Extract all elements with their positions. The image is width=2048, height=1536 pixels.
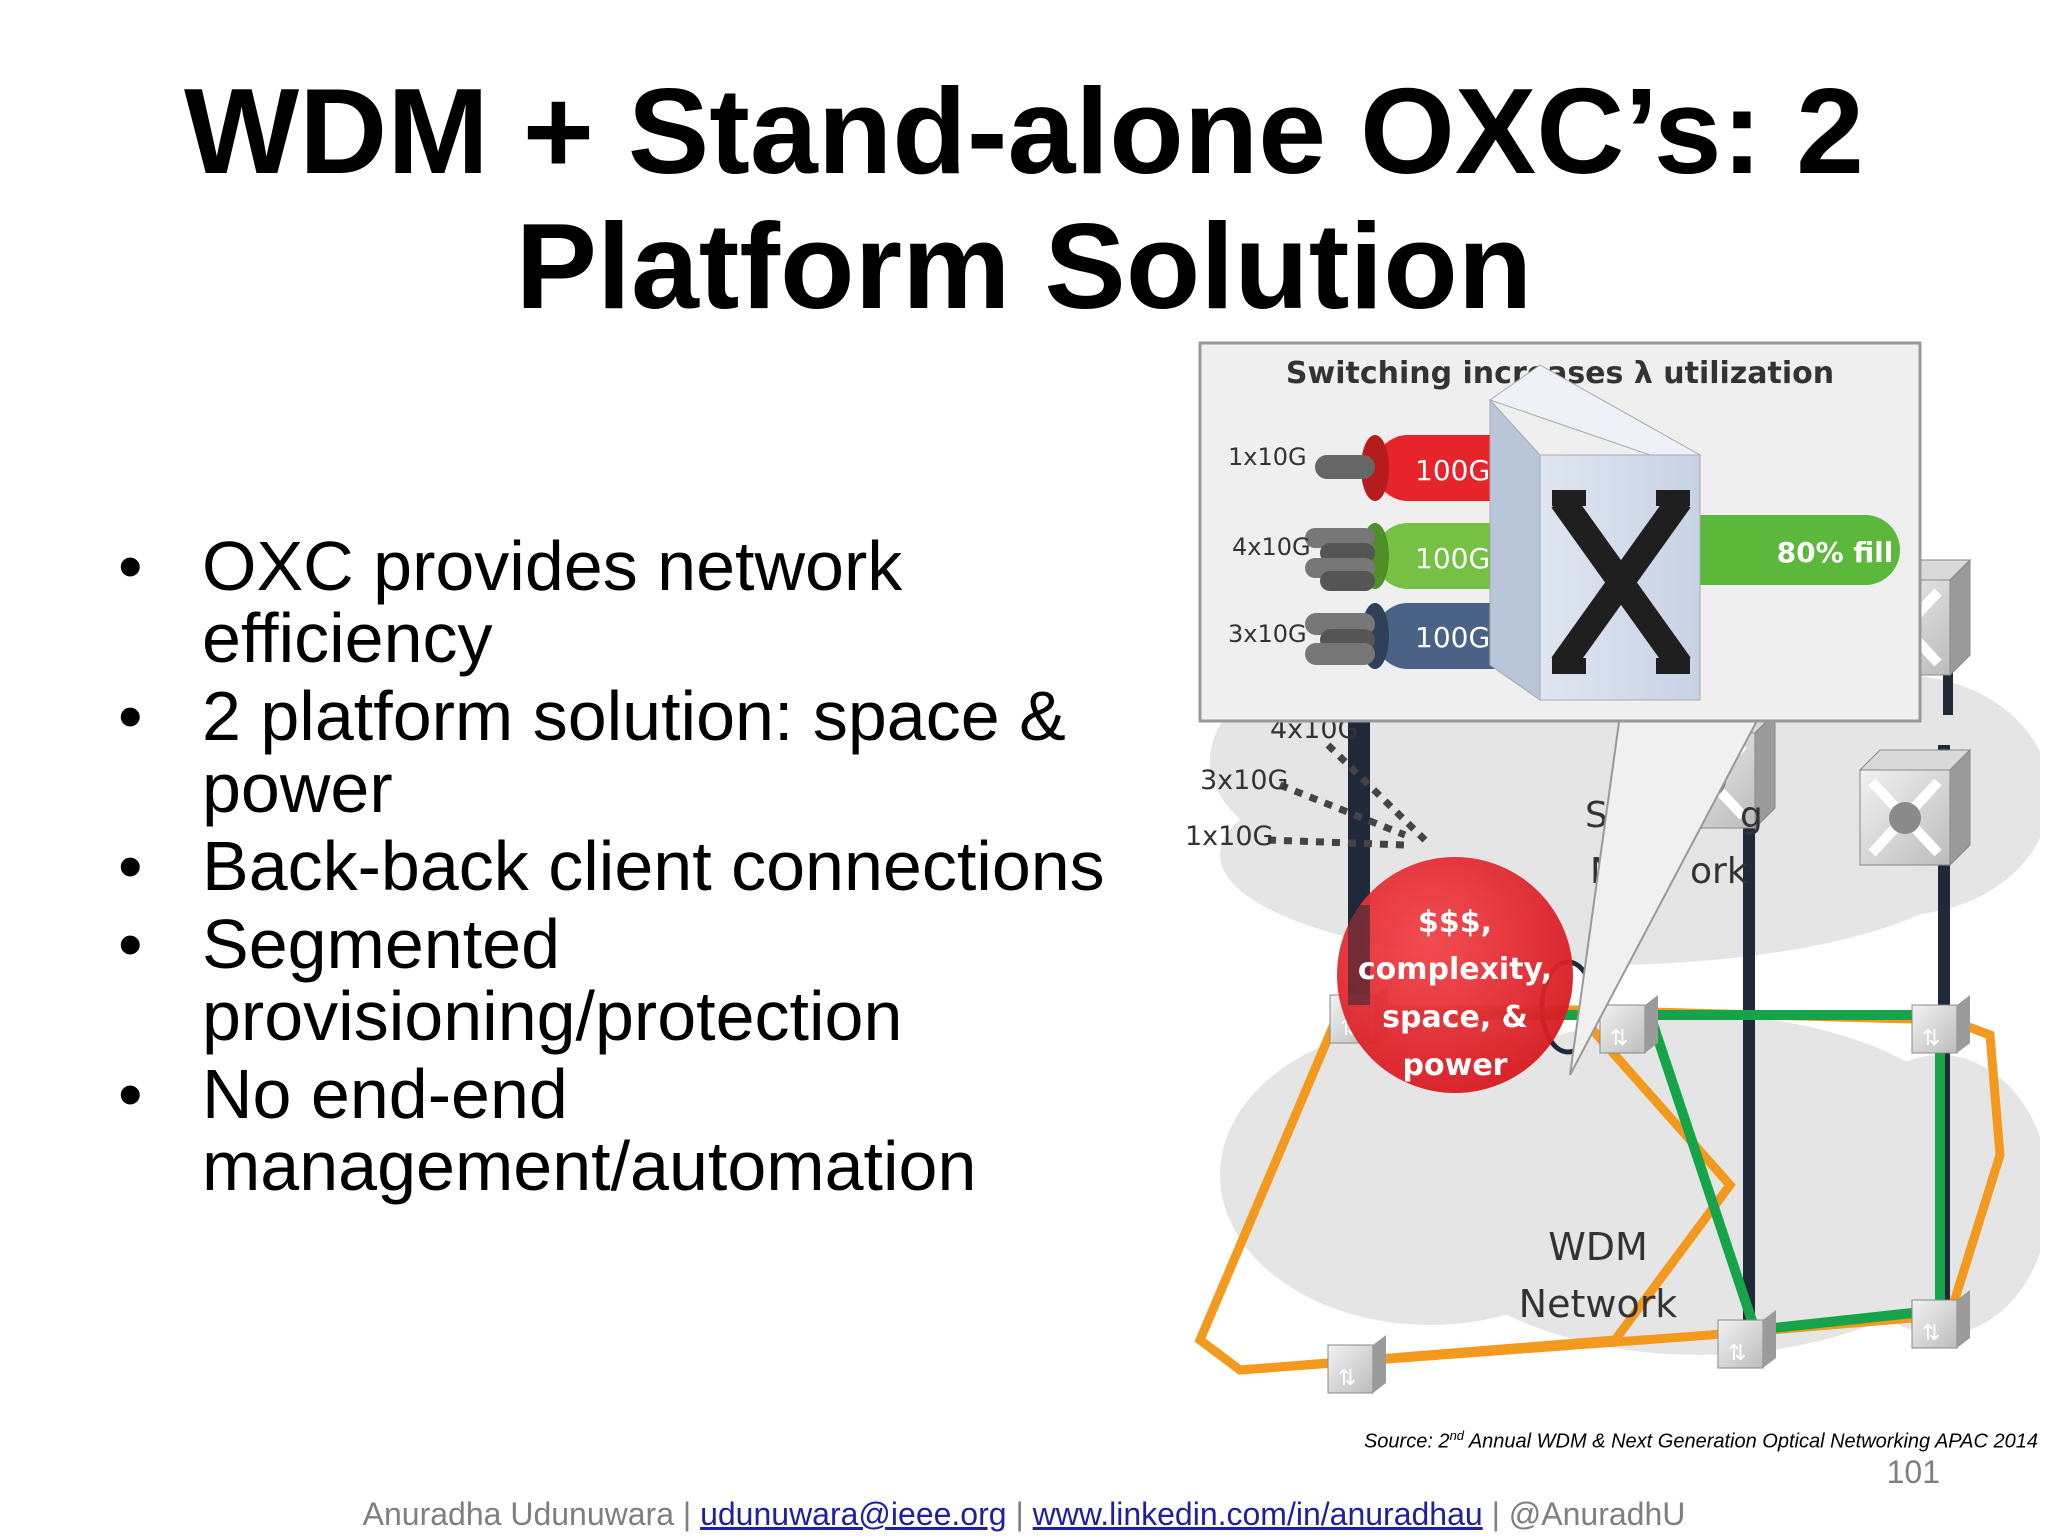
svg-text:⇅: ⇅ <box>1922 1026 1940 1051</box>
title-line-1: WDM + Stand-alone OXC’s: 2 <box>184 63 1864 199</box>
network-label-fragment: ork <box>1690 851 1748 892</box>
bullet-line: power <box>202 749 393 827</box>
source-rest: Annual WDM & Next Generation Optical Net… <box>1464 1430 2038 1453</box>
client-label: 3x10G <box>1200 765 1288 796</box>
footer-author: Anuradha Udunuwara | <box>362 1496 692 1532</box>
bullet-dot: • <box>118 905 143 983</box>
title-line-2: Platform Solution <box>515 198 1533 334</box>
bullet-item: • 2 platform solution: space &power <box>118 680 1138 824</box>
bullet-dot: • <box>118 1055 143 1133</box>
x-switch-box <box>1488 364 1702 701</box>
svg-text:⇅: ⇅ <box>1922 1321 1940 1346</box>
input-lambda-blue <box>1305 603 1525 669</box>
bullet-dot: • <box>118 677 143 755</box>
slide-title: WDM + Stand-alone OXC’s: 2 Platform Solu… <box>0 64 2048 334</box>
wdm-node-icon: ⇅ <box>1327 1335 1386 1394</box>
network-diagram: ⇅ ⇅ ⇅ ⇅ ⇅ ⇅ 4x10G 3x10G 1x10G Sv g N ork <box>1185 341 2040 1394</box>
input-label: 1x10G <box>1228 443 1307 471</box>
source-citation: Source: 2nd Annual WDM & Next Generation… <box>1258 1428 2038 1454</box>
wdm-ring-link <box>1239 1330 1711 1375</box>
wdm-network-label: Network <box>1519 1282 1678 1326</box>
cost-bubble-line: $$$, <box>1418 905 1492 940</box>
wdm-node-icon: ⇅ <box>1599 995 1658 1054</box>
wdm-node-icon: ⇅ <box>1717 1310 1776 1369</box>
cost-bubble-line: power <box>1403 1048 1508 1083</box>
input-lambda-green <box>1305 523 1525 591</box>
bullet-line: Segmented <box>202 905 561 983</box>
wdm-node-icon: ⇅ <box>1911 995 1970 1054</box>
bullet-line: Back-back client connections <box>202 827 1105 905</box>
bullet-line: No end-end <box>202 1055 568 1133</box>
connection-line <box>1743 805 1755 1335</box>
client-connections <box>1267 742 1428 849</box>
footer-separator: | <box>1006 1496 1024 1532</box>
cost-bubble-line: space, & <box>1382 1000 1528 1035</box>
bullet-item: • Back-back client connections <box>118 830 1138 902</box>
input-label: 3x10G <box>1228 620 1307 648</box>
cost-bubble-line: complexity, <box>1358 952 1552 987</box>
output-fill-label: 80% fill <box>1777 536 1894 569</box>
input-lambda-red <box>1315 435 1525 501</box>
network-label-fragment: g <box>1740 795 1763 836</box>
bullet-dot: • <box>118 527 143 605</box>
client-label: 1x10G <box>1185 821 1273 852</box>
bullet-dot: • <box>118 827 143 905</box>
output-fill-bar <box>1650 515 1900 585</box>
svg-text:⇅: ⇅ <box>1728 1341 1746 1366</box>
bullet-line: efficiency <box>202 599 493 677</box>
svg-text:⇅: ⇅ <box>1610 1026 1628 1051</box>
input-label: 4x10G <box>1232 533 1311 561</box>
footer: Anuradha Udunuwara | udunuwara@ieee.org … <box>0 1496 2048 1533</box>
bullet-line: 2 platform solution: space & <box>202 677 1066 755</box>
bullet-line: provisioning/protection <box>202 977 903 1055</box>
bullet-line: OXC provides network <box>202 527 903 605</box>
cost-bubble: $$$, complexity, space, & power <box>1337 857 1573 1093</box>
source-prefix: Source: 2 <box>1363 1430 1450 1453</box>
utilization-callout: Switching increases λ utilization 80% fi… <box>1198 341 1922 723</box>
svg-text:⇅: ⇅ <box>1338 1366 1356 1391</box>
footer-email-link[interactable]: udunuwara@ieee.org <box>700 1496 1007 1532</box>
wdm-network-label: WDM <box>1548 1225 1648 1269</box>
source-superscript: nd <box>1449 1428 1465 1443</box>
x-switch-icon <box>1551 492 1691 673</box>
oxc-switch-icon <box>1858 748 1972 867</box>
page-number: 101 <box>1886 1454 1940 1490</box>
footer-handle: | @AnuradhU <box>1482 1496 1686 1532</box>
footer-linkedin-link[interactable]: www.linkedin.com/in/anuradhau <box>1032 1496 1483 1532</box>
wdm-node-icon: ⇅ <box>1911 1290 1970 1349</box>
bullet-line: management/automation <box>202 1127 977 1205</box>
connection-line <box>1943 655 1953 715</box>
